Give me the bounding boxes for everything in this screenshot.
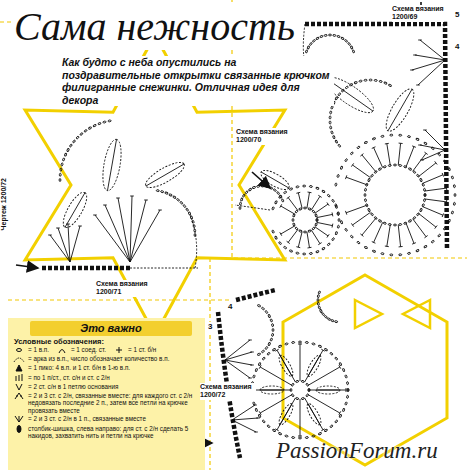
diagram-label: Схема вязания 1200/69 [392,5,444,22]
caption: Как будто с неба опустились на поздравит… [62,56,334,106]
legend-text: = 1 ст. б/н [128,346,156,353]
legend-text: = 2 ст. с/н в 1 петлю основания [28,383,200,390]
legend-row: = арка из в.п., число обозначает количес… [12,355,204,363]
legend-text: = 1 в.п. [28,346,49,353]
legend-symbol [12,346,26,354]
row-number: 4 [455,42,459,52]
legend-first-row: = 1 в.п. = 1 соед. ст. = 1 ст. б/н [12,346,204,355]
legend-text: = арка из в.п., число обозначает количес… [28,355,200,362]
hexagon-outline [283,275,447,465]
diagram-label: Схема вязания 1200/70 [236,128,296,145]
legend-row: столбик-шишка, слева направо: для ст. с … [12,425,204,440]
legend-text: = 1 пико: 4 в.п. и 1 ст. б/н в 1-ю в.п. [28,364,200,371]
row-number: 5 [455,10,459,20]
legend-symbol [12,374,26,382]
title: Сама нежность [14,4,295,50]
watermark: PassionForum.ru [276,437,438,465]
legend-text: = 2 и 3 ст. с 2/н в 1 п., связанные вмес… [28,415,200,422]
legend-text: = 2 и 3 ст. с 2/н, связанные вместе: для… [28,392,200,414]
legend-text: = по 1 п/ст., ст. с/н и ст. с 2/н [28,374,200,381]
legend-symbol [12,392,26,400]
legend-row: = по 1 п/ст., ст. с/н и ст. с 2/н [12,374,204,382]
header-text: Это важно [30,322,192,335]
row-number: 3 [208,322,212,332]
triangle-outline [355,300,430,328]
legend-symbol [12,364,26,372]
legend-symbol [112,346,126,354]
diagram-label: Условные обозначения: [14,337,104,346]
diagram-label: Схема вязания 1200/72 [200,383,256,400]
legend-row: = 2 и 3 ст. с 2/н, связанные вместе: для… [12,392,204,414]
legend-text: = 1 соед. ст. [71,346,106,353]
pointer-arrow [16,2,421,443]
legend-row: = 1 пико: 4 в.п. и 1 ст. б/н в 1-ю в.п. [12,364,204,372]
legend-row: = 1 ст. б/н [112,346,156,354]
legend: = 1 в.п. = 1 соед. ст. = 1 ст. б/н = арка и… [12,346,204,441]
legend-symbol [12,355,26,363]
header-band: Это важно [30,321,192,336]
legend-row: = 2 ст. с/н в 1 петлю основания [12,383,204,391]
diagram-label: Схема вязания 1200/71 [96,280,158,297]
legend-symbol [12,425,26,433]
diagram-label: Чертеж 1200/72 [0,178,8,230]
legend-symbol [12,383,26,391]
legend-row: = 1 соед. ст. [55,346,106,354]
legend-row: = 2 и 3 ст. с 2/н в 1 п., связанные вмес… [12,415,204,423]
legend-text: столбик-шишка, слева направо: для ст. с … [28,425,200,440]
legend-symbol [12,415,26,423]
legend-symbol [55,346,69,354]
row-number: 4 [228,302,232,312]
legend-row: = 1 в.п. [12,346,49,354]
